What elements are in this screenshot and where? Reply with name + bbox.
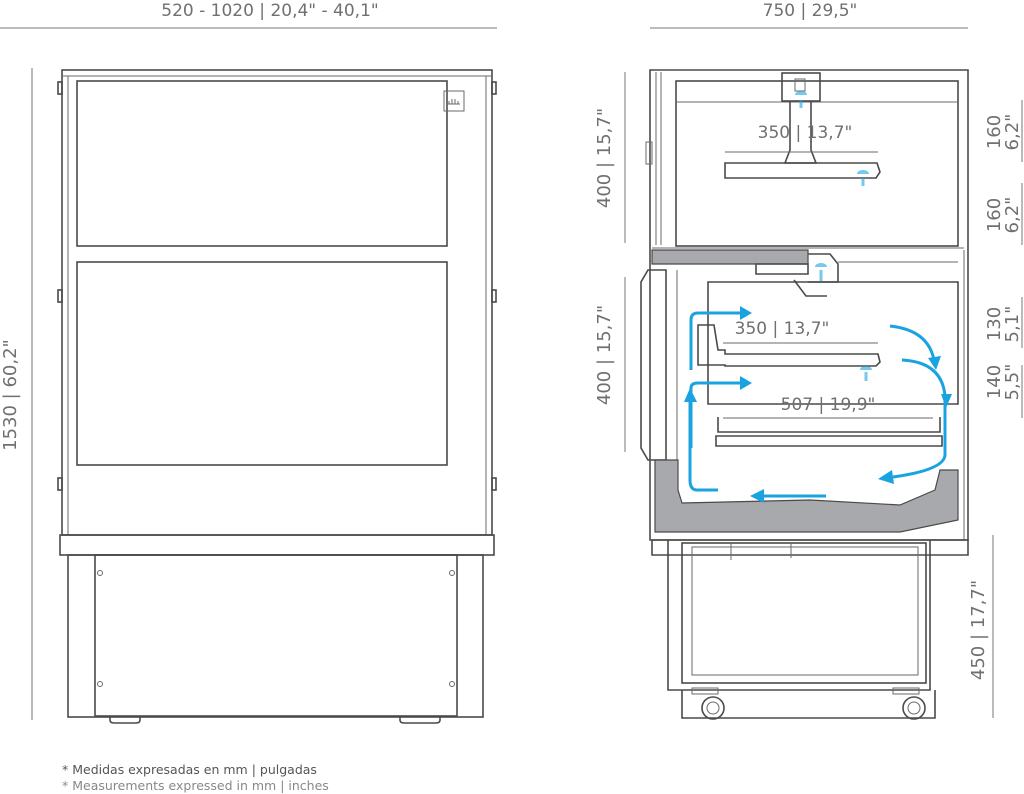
svg-text:6,2": 6,2"	[1002, 197, 1023, 234]
upper-glass-panel	[76, 80, 448, 247]
front-door	[640, 269, 667, 461]
svg-text:5,1": 5,1"	[1002, 306, 1023, 343]
note-spanish: * Medidas expresadas en mm | pulgadas	[62, 762, 317, 777]
base-band	[59, 534, 495, 556]
middle-shelf-label: 350 | 13,7"	[735, 319, 830, 339]
height-label: 1530 | 60,2"	[0, 339, 21, 451]
led-light-icon	[795, 91, 872, 381]
svg-text:6,2": 6,2"	[1002, 114, 1023, 151]
upper-compartment	[675, 80, 959, 247]
basin	[654, 459, 959, 533]
front-view: 520 - 1020 | 20,4" - 40,1" 1530 | 60,2"	[0, 1, 497, 724]
upper-section-label: 400 | 15,7"	[594, 108, 615, 208]
lower-compartment	[707, 281, 959, 405]
caster-wheel	[902, 696, 926, 720]
lower-glass-panel	[76, 261, 448, 466]
width-label: 520 - 1020 | 20,4" - 40,1"	[161, 1, 378, 21]
airflow-arrows	[684, 306, 952, 503]
foot	[109, 716, 141, 724]
base-label: 507 | 19,9"	[781, 395, 876, 415]
svg-text:140: 140	[984, 365, 1005, 399]
cabinet-panel	[94, 554, 458, 717]
caster-wheel	[701, 696, 725, 720]
side-view: 750 | 29,5" 400 | 15,7" 400 | 15,7" 350 …	[594, 1, 1023, 720]
depth-label: 750 | 29,5"	[763, 1, 858, 21]
svg-text:130: 130	[984, 307, 1005, 341]
right-dimension-labels: 160 6,2" 160 6,2" 130 5,1" 140 5,5"	[984, 114, 1023, 401]
middle-shelf	[697, 324, 881, 367]
logo-badge-icon	[443, 90, 465, 112]
foot	[399, 716, 441, 724]
svg-text:5,5": 5,5"	[1002, 364, 1023, 401]
lower-cabinet	[67, 554, 484, 718]
cabinet-height-label: 450 | 17,7"	[968, 580, 989, 680]
top-shelf	[724, 162, 881, 179]
lower-section-label: 400 | 15,7"	[594, 305, 615, 405]
side-lower-cabinet	[667, 540, 931, 691]
svg-text:160: 160	[984, 115, 1005, 149]
top-shelf-label: 350 | 13,7"	[758, 123, 853, 143]
note-english: * Measurements expressed in mm | inches	[62, 778, 329, 793]
svg-text:160: 160	[984, 198, 1005, 232]
